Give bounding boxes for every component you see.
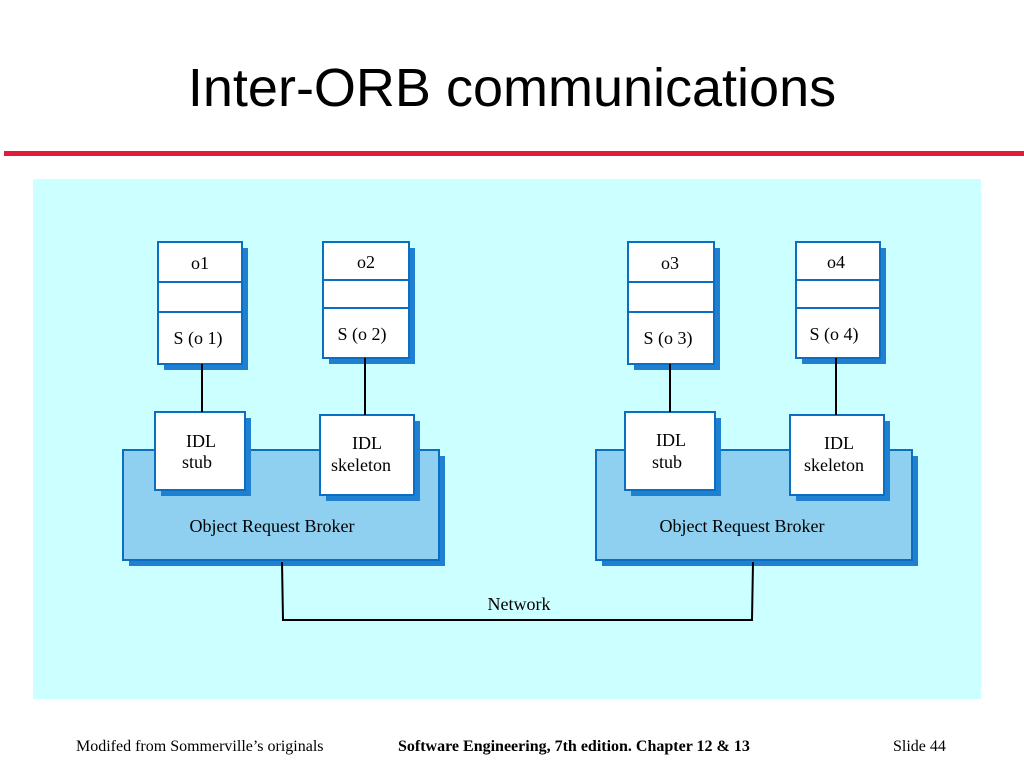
slide-title: Inter-ORB communications — [187, 58, 837, 118]
object-o2-name: o2 — [357, 252, 375, 272]
orb-left-label: Object Request Broker — [190, 516, 355, 536]
idl-stub-right: IDL stub — [624, 411, 721, 496]
object-o2: o2 S (o 2) — [322, 241, 415, 364]
object-o4: o4 S (o 4) — [795, 241, 886, 364]
object-o3-name: o3 — [661, 253, 679, 273]
orb-right-label: Object Request Broker — [660, 516, 825, 536]
idl-stub-right-line1: IDL — [656, 430, 686, 450]
object-o1-name: o1 — [191, 253, 209, 273]
idl-stub-right-line2: stub — [652, 452, 682, 472]
idl-skeleton-right-line1: IDL — [824, 433, 854, 453]
idl-skeleton-left: IDL skeleton — [319, 414, 420, 501]
footer-book-title: Software Engineering, 7th edition. Chapt… — [398, 738, 750, 755]
object-o3-skeleton: S (o 3) — [644, 328, 693, 349]
footer-slide-number: Slide 44 — [893, 738, 946, 755]
object-o4-name: o4 — [827, 252, 845, 272]
idl-skeleton-left-line2: skeleton — [331, 455, 391, 475]
title-divider — [4, 151, 1024, 156]
network-label: Network — [488, 594, 551, 614]
object-o1-skeleton: S (o 1) — [174, 328, 223, 349]
object-o4-skeleton: S (o 4) — [810, 324, 859, 345]
object-connectors — [201, 358, 837, 415]
object-o3: o3 S (o 3) — [627, 241, 720, 370]
idl-stub-left: IDL stub — [154, 411, 251, 496]
footer-credit: Modifed from Sommerville’s originals — [76, 738, 324, 755]
idl-skeleton-right-line2: skeleton — [804, 455, 864, 475]
object-o1: o1 S (o 1) — [157, 241, 248, 370]
idl-skeleton-left-line1: IDL — [352, 433, 382, 453]
object-o2-skeleton: S (o 2) — [338, 324, 387, 345]
idl-stub-left-line1: IDL — [186, 431, 216, 451]
idl-skeleton-right: IDL skeleton — [789, 414, 890, 501]
network-line — [281, 561, 754, 621]
idl-stub-left-line2: stub — [182, 452, 212, 472]
